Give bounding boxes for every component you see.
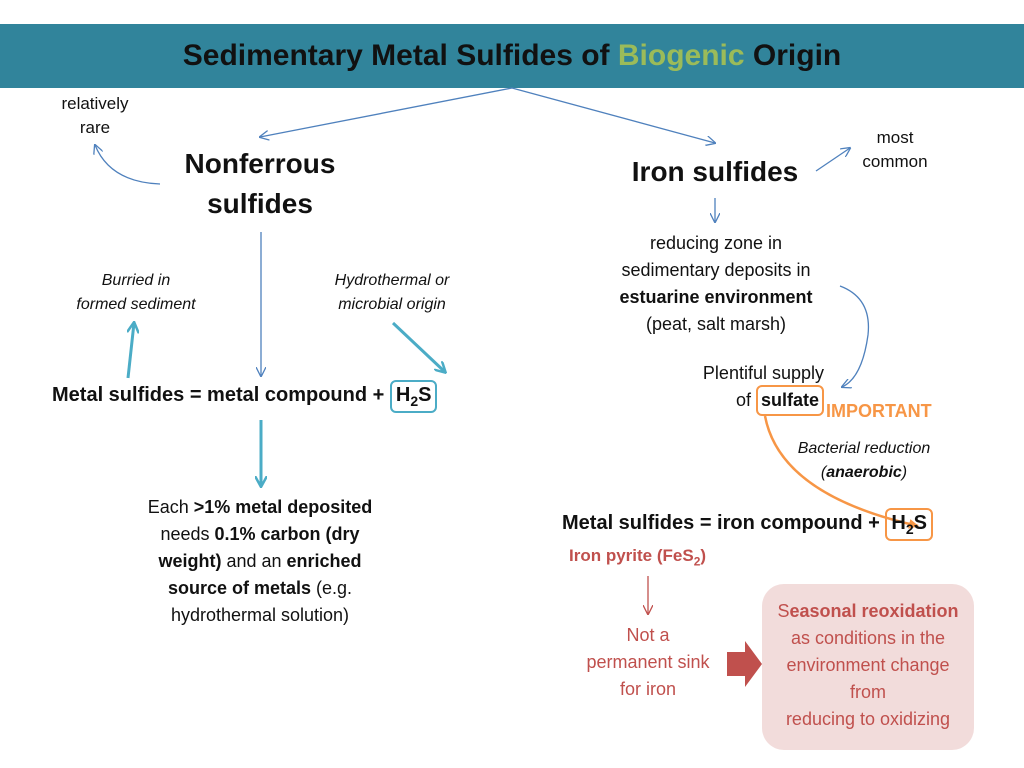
iron-sulfides-heading: Iron sulfides (631, 156, 799, 187)
title-bar (0, 24, 1024, 88)
arrow-to-common (815, 148, 850, 172)
iron-pyrite-label: Iron pyrite (FeS2) (569, 546, 706, 569)
title-highlight: Biogenic (617, 39, 745, 72)
arrow-hydro-to-h2s (391, 321, 445, 372)
slide-title: Sedimentary Metal Sulfides of Biogenic O… (182, 39, 842, 72)
seasonal-reoxidation-box (762, 584, 974, 750)
iron-compound-equation: Metal sulfides = iron compound + H2S (562, 508, 933, 541)
block-arrow-to-reox (727, 641, 762, 687)
arrow-zone-to-supply (840, 285, 870, 387)
arrow-to-iron (511, 87, 715, 143)
important-label: IMPORTANT (826, 401, 932, 421)
seasonal-reoxidation-text: Seasonal reoxidation as conditions in th… (777, 601, 959, 729)
h2s-box: H2S (389, 380, 438, 413)
metal-compound-equation: Metal sulfides = metal compound + H2S (52, 380, 438, 413)
arrow-to-nonferrous (260, 87, 513, 137)
reducing-zone-text: reducing zone in sedimentary deposits in… (619, 233, 813, 334)
requirement-text: Each >1% metal deposited needs 0.1% carb… (147, 497, 373, 625)
sulfate-box: sulfate (755, 385, 824, 416)
h2s-box-orange: H2S (885, 508, 933, 541)
arrow-to-burried (126, 323, 134, 379)
bacterial-reduction-note: Bacterial reduction (anaerobic) (797, 440, 931, 481)
sulfate-supply-text: Plentiful supply of sulfate (640, 360, 824, 416)
arrow-to-rare (95, 145, 161, 185)
